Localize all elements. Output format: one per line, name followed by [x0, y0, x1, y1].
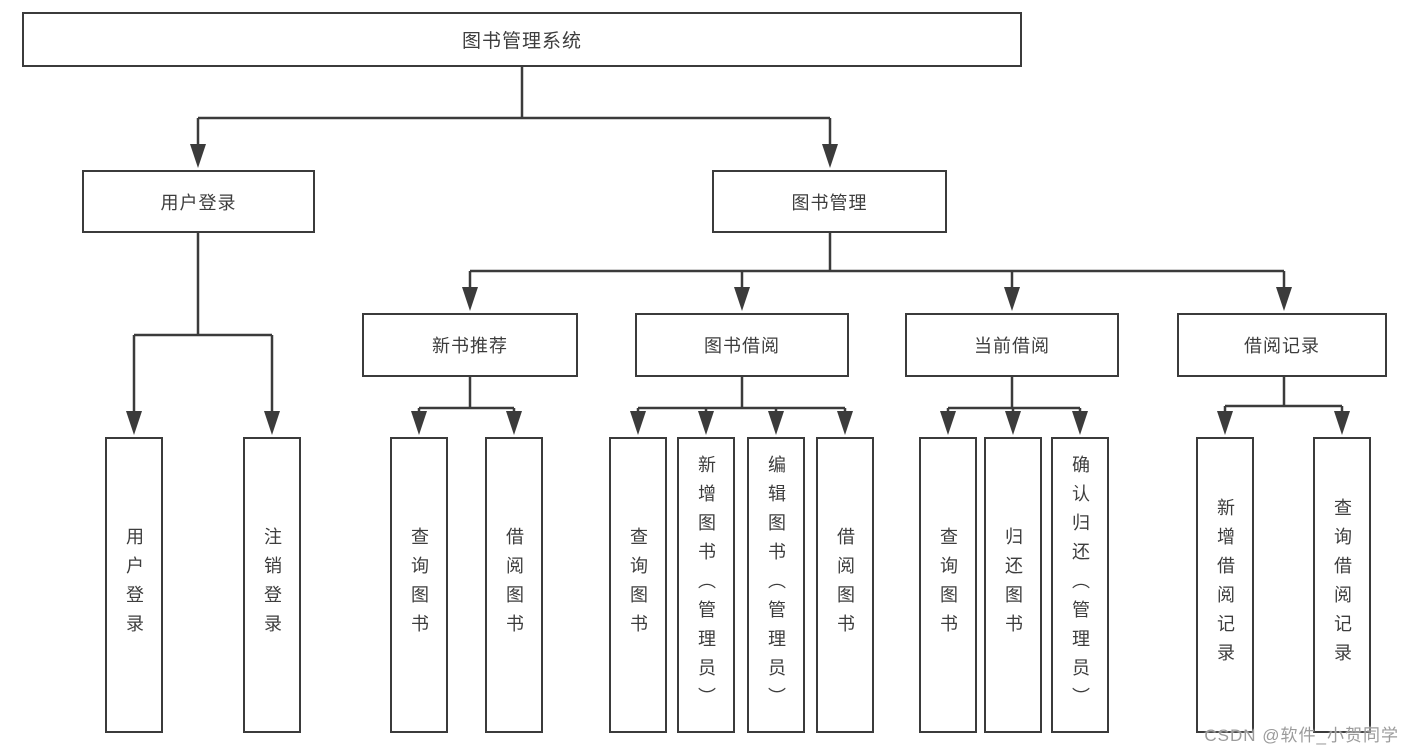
leaf-confirm-return-admin: 确认归还（管理员） — [1051, 437, 1109, 733]
leaf-borrow-query-books: 查询图书 — [609, 437, 667, 733]
connector-newbook-to-leaves — [417, 377, 516, 412]
connector-bookborrow-to-leaves — [636, 377, 847, 412]
node-user-login: 用户登录 — [82, 170, 315, 233]
csdn-watermark: CSDN @软件_小贺同学 — [1204, 726, 1399, 745]
connector-currentborrow-to-leaves — [946, 377, 1082, 412]
node-new-book-recommend: 新书推荐 — [362, 313, 578, 377]
leaf-current-query-books: 查询图书 — [919, 437, 977, 733]
leaf-borrow-books: 借阅图书 — [816, 437, 874, 733]
node-book-management: 图书管理 — [712, 170, 947, 233]
connector-borrowrecord-to-leaves — [1223, 377, 1344, 412]
node-current-borrow: 当前借阅 — [905, 313, 1119, 377]
leaf-user-login: 用户登录 — [105, 437, 163, 733]
connector-root-to-level2 — [196, 67, 832, 146]
leaf-add-books-admin: 新增图书（管理员） — [677, 437, 735, 733]
node-book-borrow: 图书借阅 — [635, 313, 849, 377]
leaf-query-borrow-record: 查询借阅记录 — [1313, 437, 1371, 733]
leaf-add-borrow-record: 新增借阅记录 — [1196, 437, 1254, 733]
leaf-newbook-query-books: 查询图书 — [390, 437, 448, 733]
node-library-system: 图书管理系统 — [22, 12, 1022, 67]
leaf-logout: 注销登录 — [243, 437, 301, 733]
leaf-newbook-borrow-books: 借阅图书 — [485, 437, 543, 733]
node-borrow-record: 借阅记录 — [1177, 313, 1387, 377]
leaf-edit-books-admin: 编辑图书（管理员） — [747, 437, 805, 733]
connector-bookmgmt-to-level3 — [468, 233, 1286, 289]
arrowheads — [126, 144, 1350, 435]
connector-userlogin-to-leaves — [132, 233, 274, 412]
leaf-return-books: 归还图书 — [984, 437, 1042, 733]
